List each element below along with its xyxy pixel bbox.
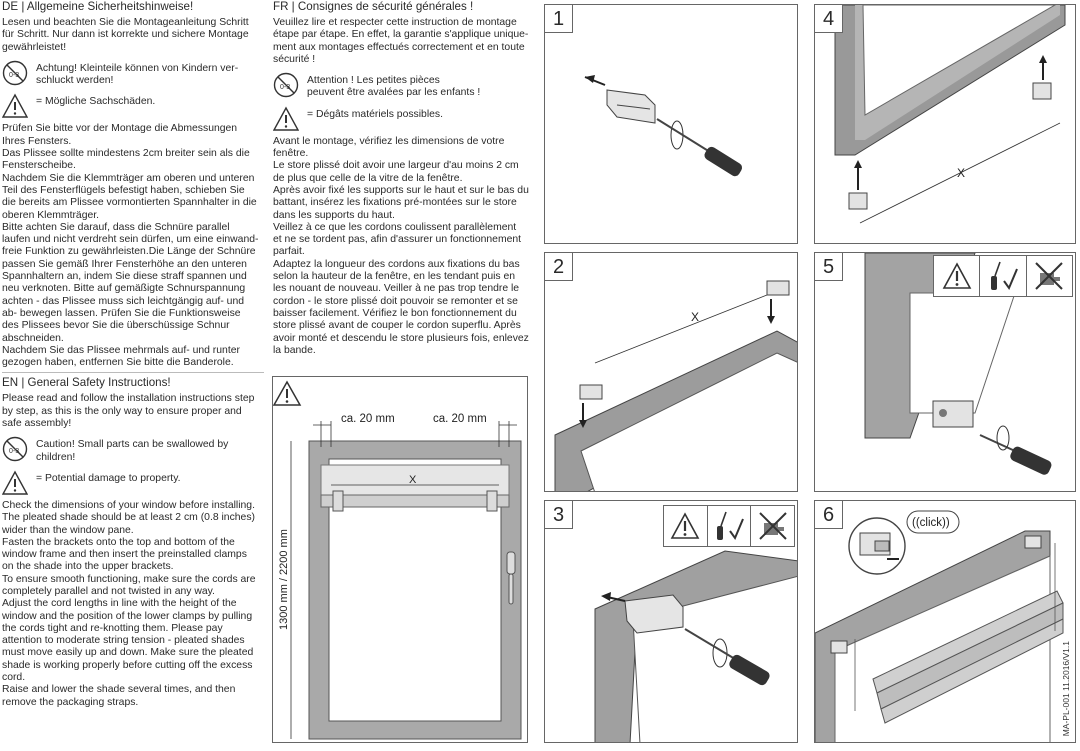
- en-warning-small-parts: 0-3 Caution! Small parts can be swallowe…: [2, 436, 264, 464]
- en-body: Check the dimensions of your window befo…: [2, 499, 256, 708]
- margin-left-label: ca. 20 mm: [341, 413, 395, 425]
- en-intro: Please read and follow the installation …: [2, 393, 255, 430]
- step-1-panel: 1: [544, 4, 798, 244]
- de-body: Prüfen Sie bitte vor der Montage die Abm…: [2, 123, 259, 369]
- no-small-parts-icon: 0-3: [2, 437, 28, 462]
- de-warning-damage-text: = Mögliche Sachschäden.: [36, 96, 156, 108]
- svg-text:0-3: 0-3: [9, 72, 19, 79]
- no-small-parts-icon: 0-3: [273, 72, 299, 98]
- fr-body: Avant le montage, vérifiez les dimension…: [273, 135, 529, 356]
- warning-triangle-icon: [273, 380, 302, 406]
- step-5-drawing: [864, 253, 1052, 475]
- step-6-panel: 6 ((click)) MA-PL-001 11.2016/V1.1: [814, 500, 1076, 743]
- column-de-en: DE | Allgemeine Sicherheitshinweise! Les…: [2, 0, 264, 709]
- step-2-panel: 2 X: [544, 252, 798, 492]
- step-5-number: 5: [815, 253, 843, 281]
- screwdriver-check-icon: [980, 256, 1027, 296]
- fr-warning-small-parts-text: Attention ! Les petites pièces peuvent ê…: [307, 75, 481, 99]
- click-label: ((click)): [912, 517, 950, 529]
- step-5-icon-bar: [933, 255, 1073, 297]
- fr-heading: FR | Consignes de sécurité générales !: [273, 0, 474, 13]
- step-3-icon-bar: [663, 505, 795, 547]
- measurement-drawing: ca. 20 mm ca. 20 mm X 1300 mm / 2200 mm: [273, 380, 522, 740]
- step-4-x-label: X: [957, 166, 965, 180]
- en-heading: EN | General Safety Instructions!: [2, 372, 264, 390]
- step-2-number: 2: [545, 253, 573, 281]
- screwdriver-check-icon: [708, 506, 752, 546]
- svg-text:0-3: 0-3: [280, 84, 290, 91]
- fr-warning-damage-text: = Dégâts matériels possibles.: [307, 108, 444, 120]
- svg-text:0-3: 0-3: [9, 448, 19, 455]
- step-3-panel: 3: [544, 500, 798, 743]
- warning-triangle-icon: [273, 106, 299, 131]
- version-code: MA-PL-001 11.2016/V1.1: [1061, 640, 1071, 736]
- de-warning-small-parts: 0-3 Achtung! Kleinteile können von Kinde…: [2, 60, 264, 88]
- step-3-number: 3: [545, 501, 573, 529]
- step-6-number: 6: [815, 501, 843, 529]
- warning-triangle-icon: [664, 506, 708, 546]
- de-warning-damage: = Mögliche Sachschäden.: [2, 93, 264, 119]
- en-warning-damage-text: = Potential damage to property.: [36, 472, 181, 484]
- step-1-number: 1: [545, 5, 573, 33]
- step-4-number: 4: [815, 5, 843, 33]
- fr-warning-damage: = Dégâts matériels possibles.: [273, 106, 535, 132]
- warning-triangle-icon: [2, 94, 28, 119]
- no-drill-icon: [751, 506, 794, 546]
- step-2-x-label: X: [691, 310, 699, 324]
- warning-triangle-icon: [934, 256, 981, 296]
- step-5-panel: 5: [814, 252, 1076, 492]
- step-4-panel: 4 X: [814, 4, 1076, 244]
- no-drill-icon: [1027, 256, 1072, 296]
- de-heading: DE | Allgemeine Sicherheitshinweise!: [2, 0, 194, 13]
- step-6-drawing: ((click)): [815, 510, 1064, 742]
- height-label: 1300 mm / 2200 mm: [278, 529, 290, 630]
- width-x-label: X: [409, 474, 417, 486]
- step-3-drawing: [594, 550, 797, 742]
- column-fr: FR | Consignes de sécurité générales ! V…: [273, 0, 535, 357]
- no-small-parts-icon: 0-3: [2, 60, 28, 86]
- margin-right-label: ca. 20 mm: [433, 413, 487, 425]
- step-2-drawing: X: [554, 280, 797, 491]
- warning-triangle-icon: [2, 470, 28, 495]
- de-warning-small-parts-text: Achtung! Kleinteile können von Kindern v…: [36, 62, 239, 87]
- fr-intro: Veuillez lire et respecter cette instruc…: [273, 17, 529, 65]
- en-warning-damage: = Potential damage to property.: [2, 470, 264, 496]
- step-4-drawing: X: [834, 5, 1066, 224]
- step-1-drawing: [584, 75, 743, 177]
- fr-warning-small-parts: 0-3 Attention ! Les petites pièces peuve…: [273, 72, 535, 100]
- measurement-diagram: ca. 20 mm ca. 20 mm X 1300 mm / 2200 mm: [272, 376, 528, 743]
- en-warning-small-parts-text: Caution! Small parts can be swallowed by…: [36, 439, 229, 463]
- de-intro: Lesen und beachten Sie die Montageanleit…: [2, 17, 249, 53]
